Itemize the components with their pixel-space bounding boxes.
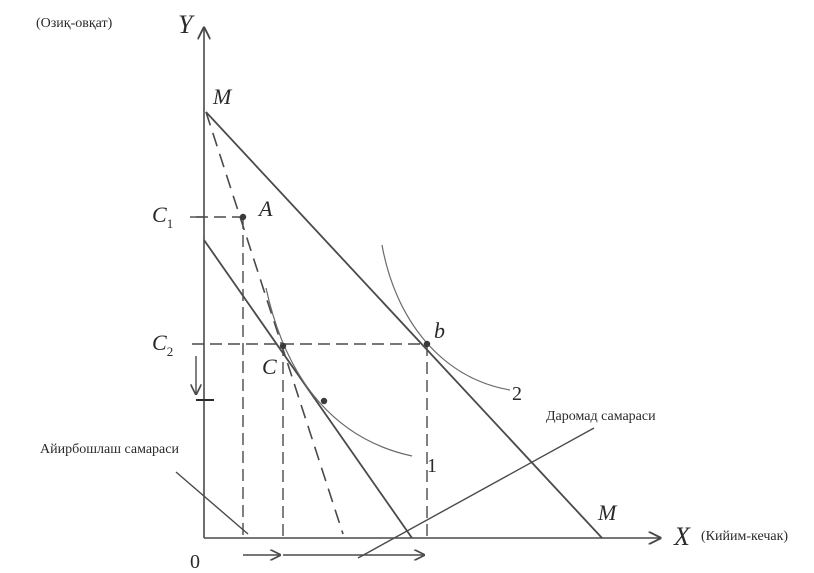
- y-axis-name: (Озиқ-овқат): [36, 16, 113, 31]
- point-C: [279, 342, 287, 350]
- budget-line-M-M: [205, 111, 603, 539]
- curve-label-1: 1: [427, 455, 437, 477]
- income-effect-pointer: [357, 427, 595, 559]
- substitution-effect-label: Айирбошлаш самараси: [40, 442, 179, 457]
- point-label-M-top: M: [213, 84, 232, 109]
- label-C2-base: C: [152, 330, 167, 355]
- point-b: [423, 340, 431, 348]
- label-C2-sub: 2: [166, 344, 174, 359]
- income-effect-label: Даромад самараси: [546, 409, 656, 424]
- point-label-A: A: [259, 196, 273, 221]
- tangency-point: [320, 397, 328, 405]
- x-axis-letter: X: [674, 522, 690, 551]
- label-C1-base: C: [152, 202, 167, 227]
- indifference-curve-2: [381, 244, 511, 391]
- origin-label: 0: [190, 551, 200, 573]
- indifference-curve-1: [265, 287, 413, 457]
- label-C2: C2: [152, 330, 174, 359]
- budget-line-rotated-dashed: [205, 111, 344, 535]
- point-label-b: b: [434, 318, 445, 343]
- substitution-effect-pointer: [175, 471, 249, 535]
- point-label-C: C: [262, 354, 277, 379]
- y-axis-letter: Y: [178, 10, 193, 39]
- curve-label-2: 2: [512, 383, 522, 405]
- label-C1-sub: 1: [166, 216, 174, 231]
- point-A: [239, 213, 247, 221]
- point-label-M-bottom: M: [598, 500, 617, 525]
- label-C1: C1: [152, 202, 174, 231]
- x-axis-name: (Кийим-кечак): [701, 529, 789, 544]
